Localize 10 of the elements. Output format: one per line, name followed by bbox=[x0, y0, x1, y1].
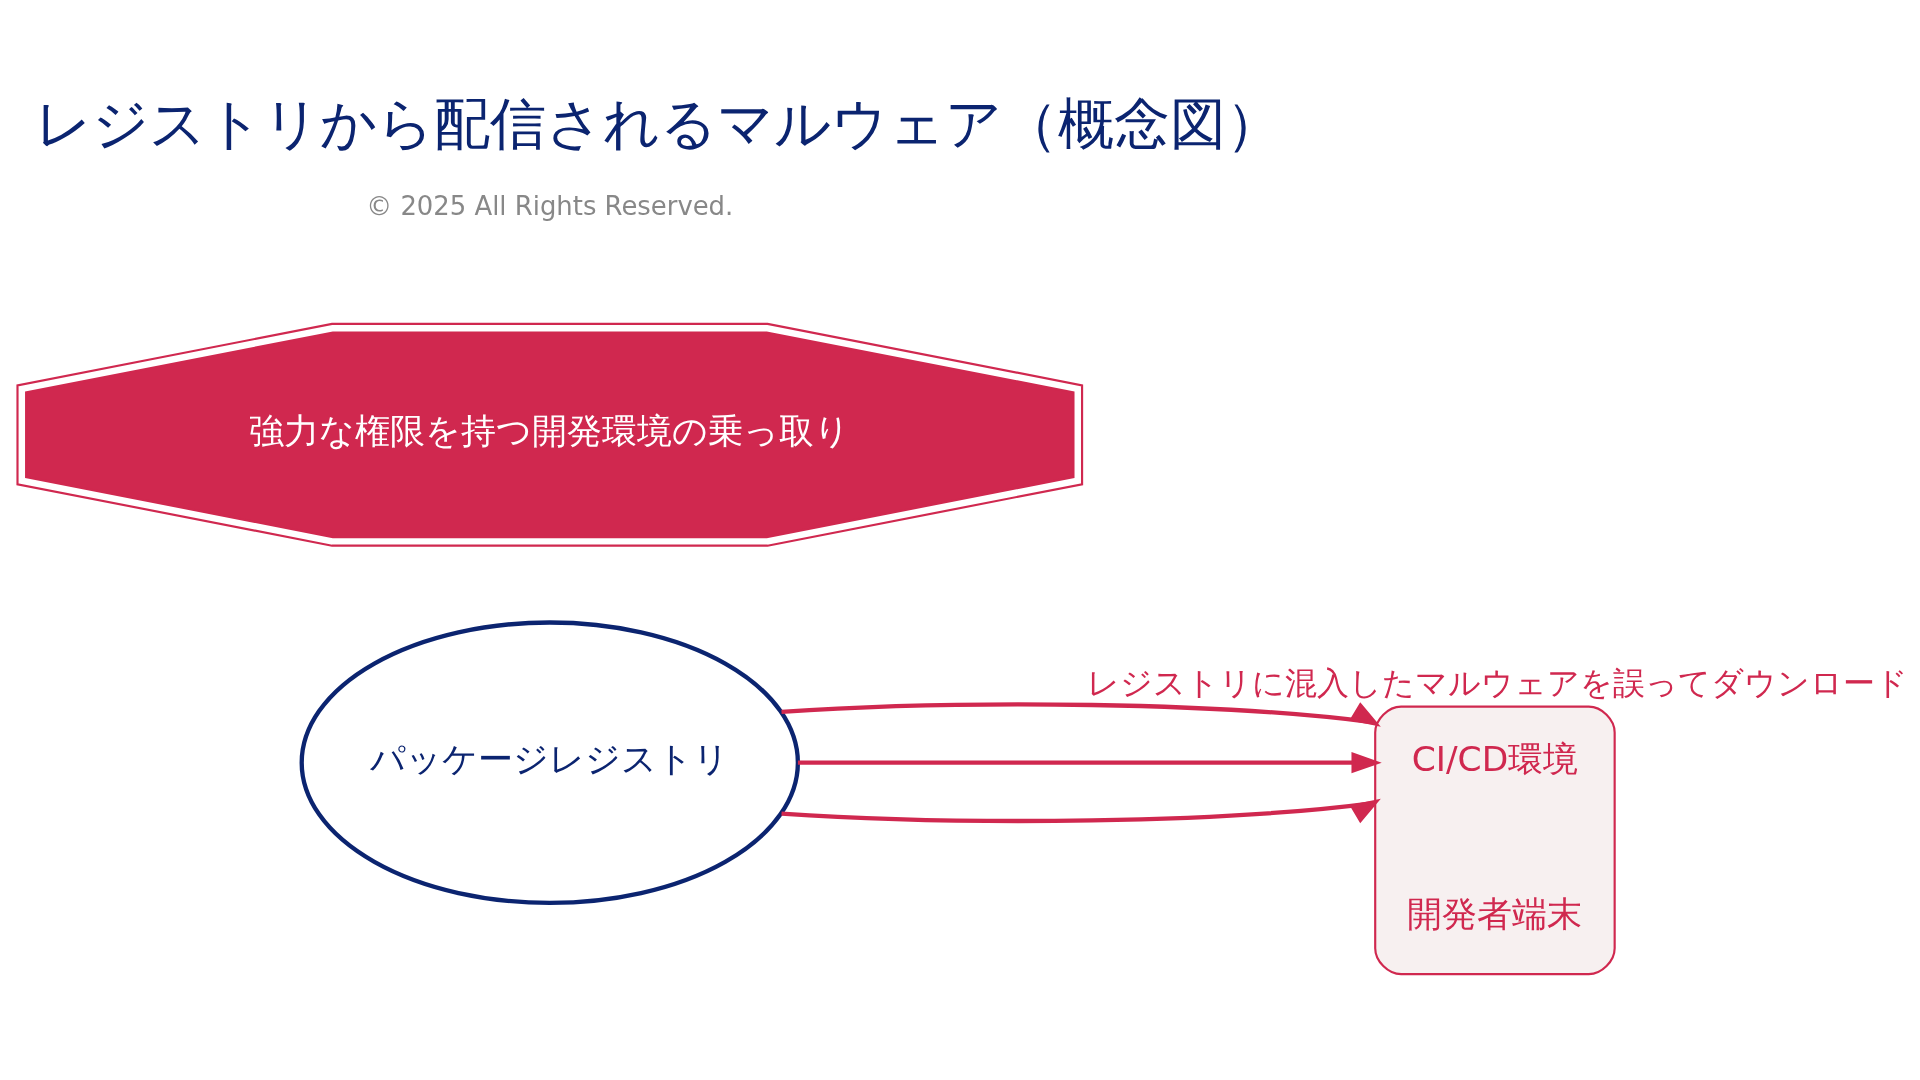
diagram-title: レジストリから配信されるマルウェア（概念図） bbox=[34, 90, 1282, 156]
node-text: 開発者端末 bbox=[1406, 893, 1582, 934]
arrow bbox=[780, 701, 1381, 727]
arrow bbox=[780, 798, 1381, 823]
node-ellipse: パッケージレジストリ bbox=[299, 619, 800, 905]
edge-label: レジストリに混入したマルウェアを誤ってダウンロード bbox=[1086, 663, 1908, 702]
label: © 2025 All Rights Reserved. bbox=[365, 190, 733, 221]
cluster bbox=[1373, 705, 1616, 975]
node-text: CI/CD環境 bbox=[1411, 738, 1578, 779]
arrow bbox=[797, 751, 1382, 773]
